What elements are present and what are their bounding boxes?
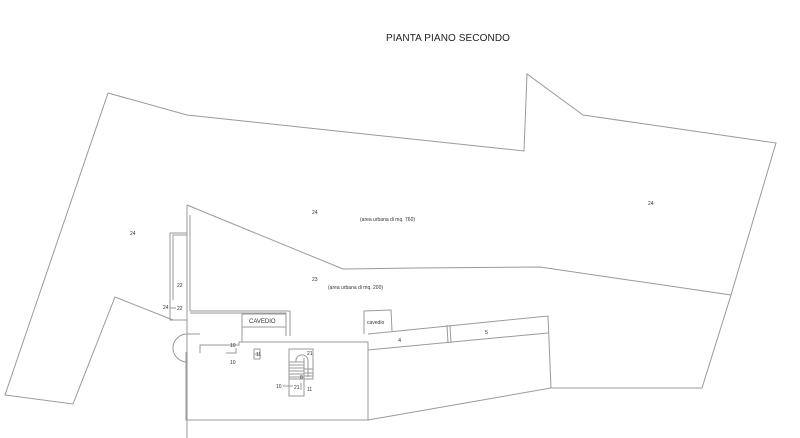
- zone-upper-code: 24: [312, 210, 318, 216]
- cavedio-big-label: CAVEDIO: [249, 319, 276, 325]
- mark-stair-tag: 8: [300, 375, 303, 381]
- zone-lower-note: (area urbana di mq. 200): [328, 285, 383, 291]
- strip-upper-code: 22: [177, 283, 183, 289]
- mark-small-block: 11: [256, 352, 261, 358]
- zone-divider-24-23: [186, 204, 732, 296]
- zone-upper-note: (area urbana di mq. 760): [360, 217, 415, 223]
- mark-stair-mid: 21: [294, 385, 300, 391]
- bay-window: [172, 333, 188, 363]
- zone-left-code: 24: [130, 231, 136, 237]
- parcel-left-outline-west: [4, 92, 174, 405]
- cavedio-big-box: [241, 313, 287, 328]
- building-outline: [185, 341, 369, 421]
- zone-right-code: 24: [648, 201, 654, 207]
- units-top-line: [367, 315, 552, 421]
- cavedio-small-outline: [363, 309, 393, 334]
- mark-stair-right: 11: [307, 387, 312, 393]
- strip-adjacent-code: 24: [163, 305, 169, 311]
- strip-22-outline: [169, 232, 187, 321]
- mark-left-bottom: 10: [230, 360, 236, 366]
- zone-23-bottom: [190, 310, 291, 336]
- unit-4-5-divider-a: [446, 324, 449, 344]
- unit-5-label: 5: [485, 330, 488, 336]
- unit-4-label: 4: [398, 338, 401, 344]
- fixture-left: [226, 348, 237, 354]
- mark-stair-top: 21: [307, 351, 313, 357]
- drawing-title: PIANTA PIANO SECONDO: [0, 33, 800, 44]
- mark-left-top: 10: [230, 343, 236, 349]
- parcel-top-outline: [186, 73, 777, 296]
- mark-stair-left: 10: [276, 384, 282, 390]
- cavedio-small-label: cavedio: [367, 320, 384, 326]
- units-mid-line: [367, 332, 549, 351]
- parcel-right-outline: [551, 294, 732, 389]
- drawing-title-text: PIANTA PIANO SECONDO: [385, 33, 511, 44]
- unit-4-5-divider-b: [449, 324, 452, 344]
- zone-lower-code: 23: [312, 277, 318, 283]
- zone-23-bottom-inner: [190, 312, 287, 336]
- strip-lower-code: 22: [177, 306, 183, 312]
- staircase: [283, 348, 314, 397]
- strip-22-inner: [172, 234, 187, 300]
- parcel-left-outline: [107, 92, 188, 116]
